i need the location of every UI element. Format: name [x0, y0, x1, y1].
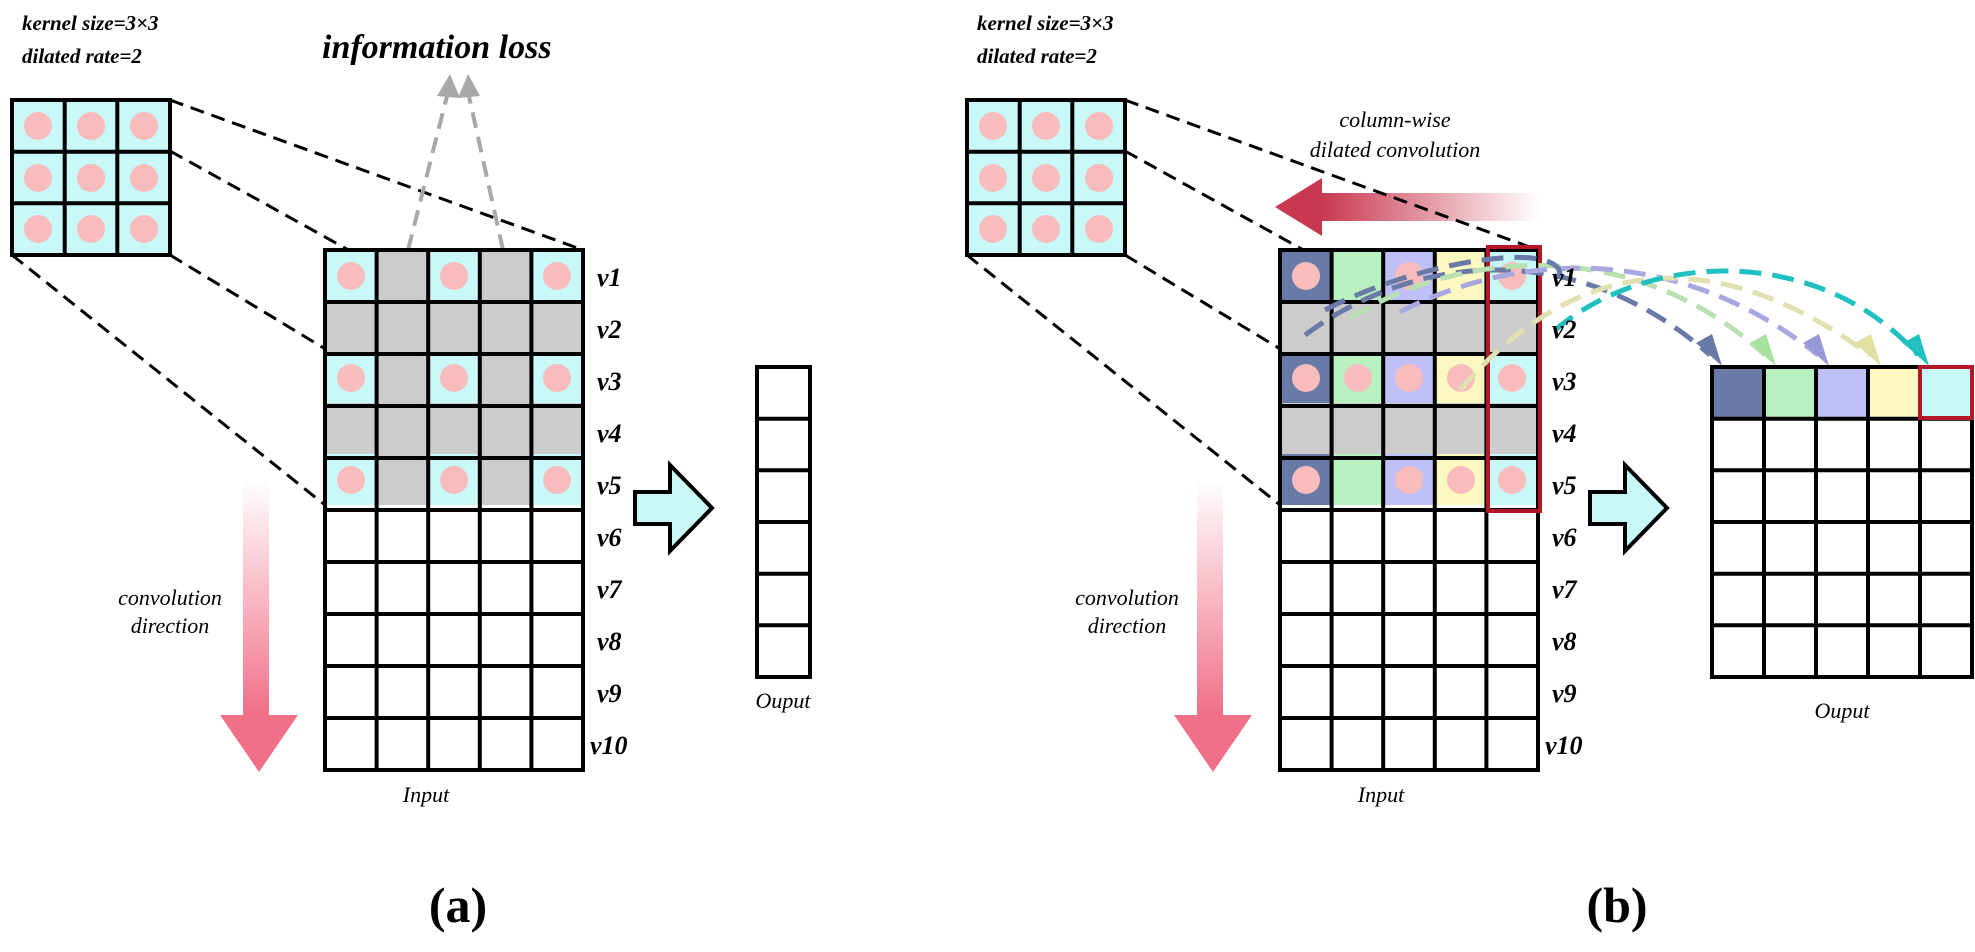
- output-arrow-b: [1588, 460, 1670, 556]
- convolution-direction-arrow-a: [220, 480, 298, 772]
- row-label: v9: [597, 679, 622, 708]
- panel-label-a: (a): [429, 877, 487, 933]
- kernel-size-label: kernel size=3×3: [22, 11, 159, 35]
- row-label: v4: [1552, 419, 1577, 448]
- row-label: v6: [1552, 523, 1577, 552]
- output-label-a: Ouput: [756, 688, 812, 713]
- dilated-rate-label: dilated rate=2: [977, 44, 1097, 68]
- input-grid-a: [323, 248, 585, 772]
- output-arrow-a: [633, 460, 715, 556]
- kernel-grid: [10, 98, 172, 257]
- row-label: v7: [1552, 575, 1578, 604]
- output-label-b: Ouput: [1815, 698, 1871, 723]
- row-label: v8: [597, 627, 622, 656]
- column-wise-label: dilated convolution: [1310, 137, 1480, 162]
- highlight-output-cell: [1918, 365, 1974, 420]
- direction-label-a: direction: [131, 613, 210, 638]
- row-label: v1: [597, 263, 622, 292]
- input-grid-b: [1278, 245, 1542, 772]
- row-label: v3: [597, 367, 622, 396]
- column-mapping-arrows: [1303, 254, 1920, 392]
- row-label: v9: [1552, 679, 1577, 708]
- information-loss-arrows: [406, 91, 505, 251]
- row-label: v1: [1552, 263, 1577, 292]
- direction-label-a: convolution: [118, 585, 222, 610]
- row-label: v7: [597, 575, 623, 604]
- highlight-column: [1486, 245, 1542, 513]
- row-label: v3: [1552, 367, 1577, 396]
- row-label: v5: [597, 471, 622, 500]
- row-label: v10: [590, 731, 628, 760]
- panel-label-b: (b): [1586, 877, 1647, 933]
- column-wise-arrow: [1275, 178, 1540, 236]
- input-label-b: Input: [1357, 782, 1405, 807]
- row-labels-a: v1 v2 v3 v4 v5 v6 v7 v8 v9 v10: [590, 263, 628, 760]
- row-label: v6: [597, 523, 622, 552]
- dilated-rate-label: dilated rate=2: [22, 44, 142, 68]
- row-label: v5: [1552, 471, 1577, 500]
- row-label: v4: [597, 419, 622, 448]
- input-label-a: Input: [402, 782, 450, 807]
- panel-a: kernel size=3×3 dilated rate=2 informati…: [10, 11, 812, 933]
- row-label: v2: [597, 315, 622, 344]
- output-grid-a: [755, 365, 812, 679]
- kernel-grid: [965, 98, 1127, 257]
- direction-label-b: direction: [1088, 613, 1167, 638]
- information-loss-label: information loss: [322, 29, 552, 66]
- kernel-size-label: kernel size=3×3: [977, 11, 1114, 35]
- column-wise-label: column-wise: [1339, 107, 1450, 132]
- row-label: v2: [1552, 315, 1577, 344]
- column-mapping-arrowheads: [1696, 334, 1929, 366]
- panel-b: kernel size=3×3 dilated rate=2 column-wi…: [965, 11, 1974, 933]
- output-grid-b: [1710, 365, 1974, 679]
- row-label: v10: [1545, 731, 1583, 760]
- direction-label-b: convolution: [1075, 585, 1179, 610]
- row-label: v8: [1552, 627, 1577, 656]
- row-labels-b: v1 v2 v3 v4 v5 v6 v7 v8 v9 v10: [1545, 263, 1583, 760]
- convolution-direction-arrow-b: [1174, 480, 1252, 772]
